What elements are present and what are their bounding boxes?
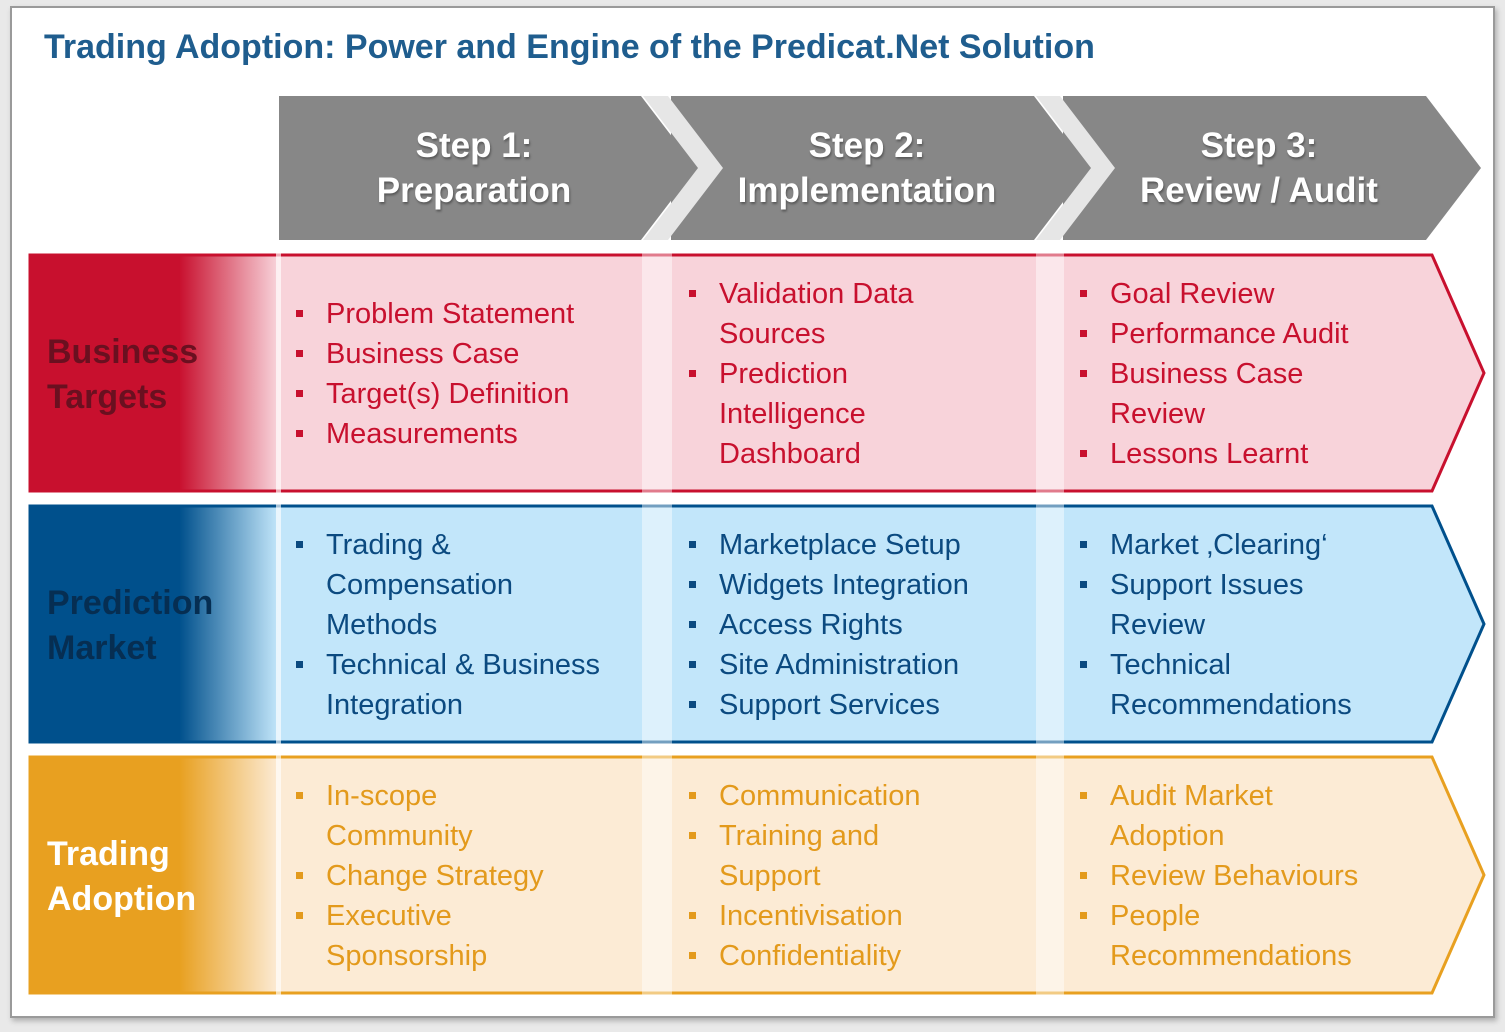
list-item: Performance Audit: [1080, 314, 1410, 354]
list-item: People Recommendations: [1080, 896, 1390, 976]
list-item: Change Strategy: [296, 856, 626, 896]
list-item: Technical & Business Integration: [296, 645, 626, 725]
list-item: Trading & Compensation Methods: [296, 525, 556, 645]
trading-adoption-step-1: In-scope Community Change Strategy Execu…: [296, 776, 626, 976]
trading-adoption-label: Trading Adoption: [47, 832, 196, 922]
list-item: Measurements: [296, 414, 626, 454]
trading-adoption-band: [28, 755, 1486, 995]
list-item: Problem Statement: [296, 294, 626, 334]
step-3-chevron: [1063, 96, 1481, 240]
list-item: Communication: [689, 776, 1019, 816]
business-targets-step-1: Problem Statement Business Case Target(s…: [296, 294, 626, 454]
list-item: Incentivisation: [689, 896, 1019, 936]
list-item: Business Case Review: [1080, 354, 1350, 434]
prediction-market-step-3: Market ‚Clearing‘ Support Issues Review …: [1080, 525, 1410, 725]
list-item: Lessons Learnt: [1080, 434, 1410, 474]
prediction-market-step-1: Trading & Compensation Methods Technical…: [296, 525, 636, 725]
chevron-gap: [1036, 96, 1115, 240]
page-title: Trading Adoption: Power and Engine of th…: [44, 28, 1095, 66]
chevron-gap: [643, 96, 723, 240]
list-item: Market ‚Clearing‘: [1080, 525, 1410, 565]
row-label-line: Business: [47, 333, 199, 371]
trading-adoption-step-3: Audit Market Adoption Review Behaviours …: [1080, 776, 1410, 976]
list-item: Executive Sponsorship: [296, 896, 526, 976]
step-1-chevron: [279, 96, 696, 240]
column-separator: [276, 243, 281, 995]
list-item: Marketplace Setup: [689, 525, 1029, 565]
list-item: Technical Recommendations: [1080, 645, 1390, 725]
business-targets-label: Business Targets: [47, 330, 198, 420]
list-item: Target(s) Definition: [296, 374, 626, 414]
list-item: Support Issues Review: [1080, 565, 1340, 645]
list-item: Review Behaviours: [1080, 856, 1410, 896]
prediction-market-band: [28, 504, 1486, 744]
prediction-market-label-block: [31, 507, 278, 741]
list-item: Support Services: [689, 685, 1029, 725]
business-targets-band: [28, 253, 1486, 493]
list-item: Access Rights: [689, 605, 1029, 645]
list-item: Goal Review: [1080, 274, 1410, 314]
row-label-line: Adoption: [47, 880, 197, 918]
list-item: Business Case: [296, 334, 626, 374]
prediction-market-label: Prediction Market: [47, 581, 213, 671]
row-label-line: Trading: [47, 835, 170, 873]
step-2-chevron-shape: [671, 96, 1089, 240]
business-targets-label-block: [31, 256, 278, 490]
column-separator: [642, 243, 672, 995]
list-item: Audit Market Adoption: [1080, 776, 1300, 856]
prediction-market-step-2: Marketplace Setup Widgets Integration Ac…: [689, 525, 1029, 725]
trading-adoption-label-block: [31, 758, 278, 992]
column-separator: [1036, 243, 1064, 995]
row-label-line: Market: [47, 629, 157, 667]
business-targets-step-3: Goal Review Performance Audit Business C…: [1080, 274, 1410, 474]
trading-adoption-step-2: Communication Training and Support Incen…: [689, 776, 1019, 976]
row-label-line: Prediction: [47, 584, 214, 622]
list-item: In-scope Community: [296, 776, 506, 856]
row-label-line: Targets: [47, 378, 168, 416]
list-item: Confidentiality: [689, 936, 1019, 976]
list-item: Widgets Integration: [689, 565, 1029, 605]
list-item: Site Administration: [689, 645, 1029, 685]
list-item: Training and Support: [689, 816, 909, 896]
list-item: Prediction Intelligence Dashboard: [689, 354, 899, 474]
business-targets-step-2: Validation Data Sources Prediction Intel…: [689, 274, 979, 474]
list-item: Validation Data Sources: [689, 274, 979, 354]
